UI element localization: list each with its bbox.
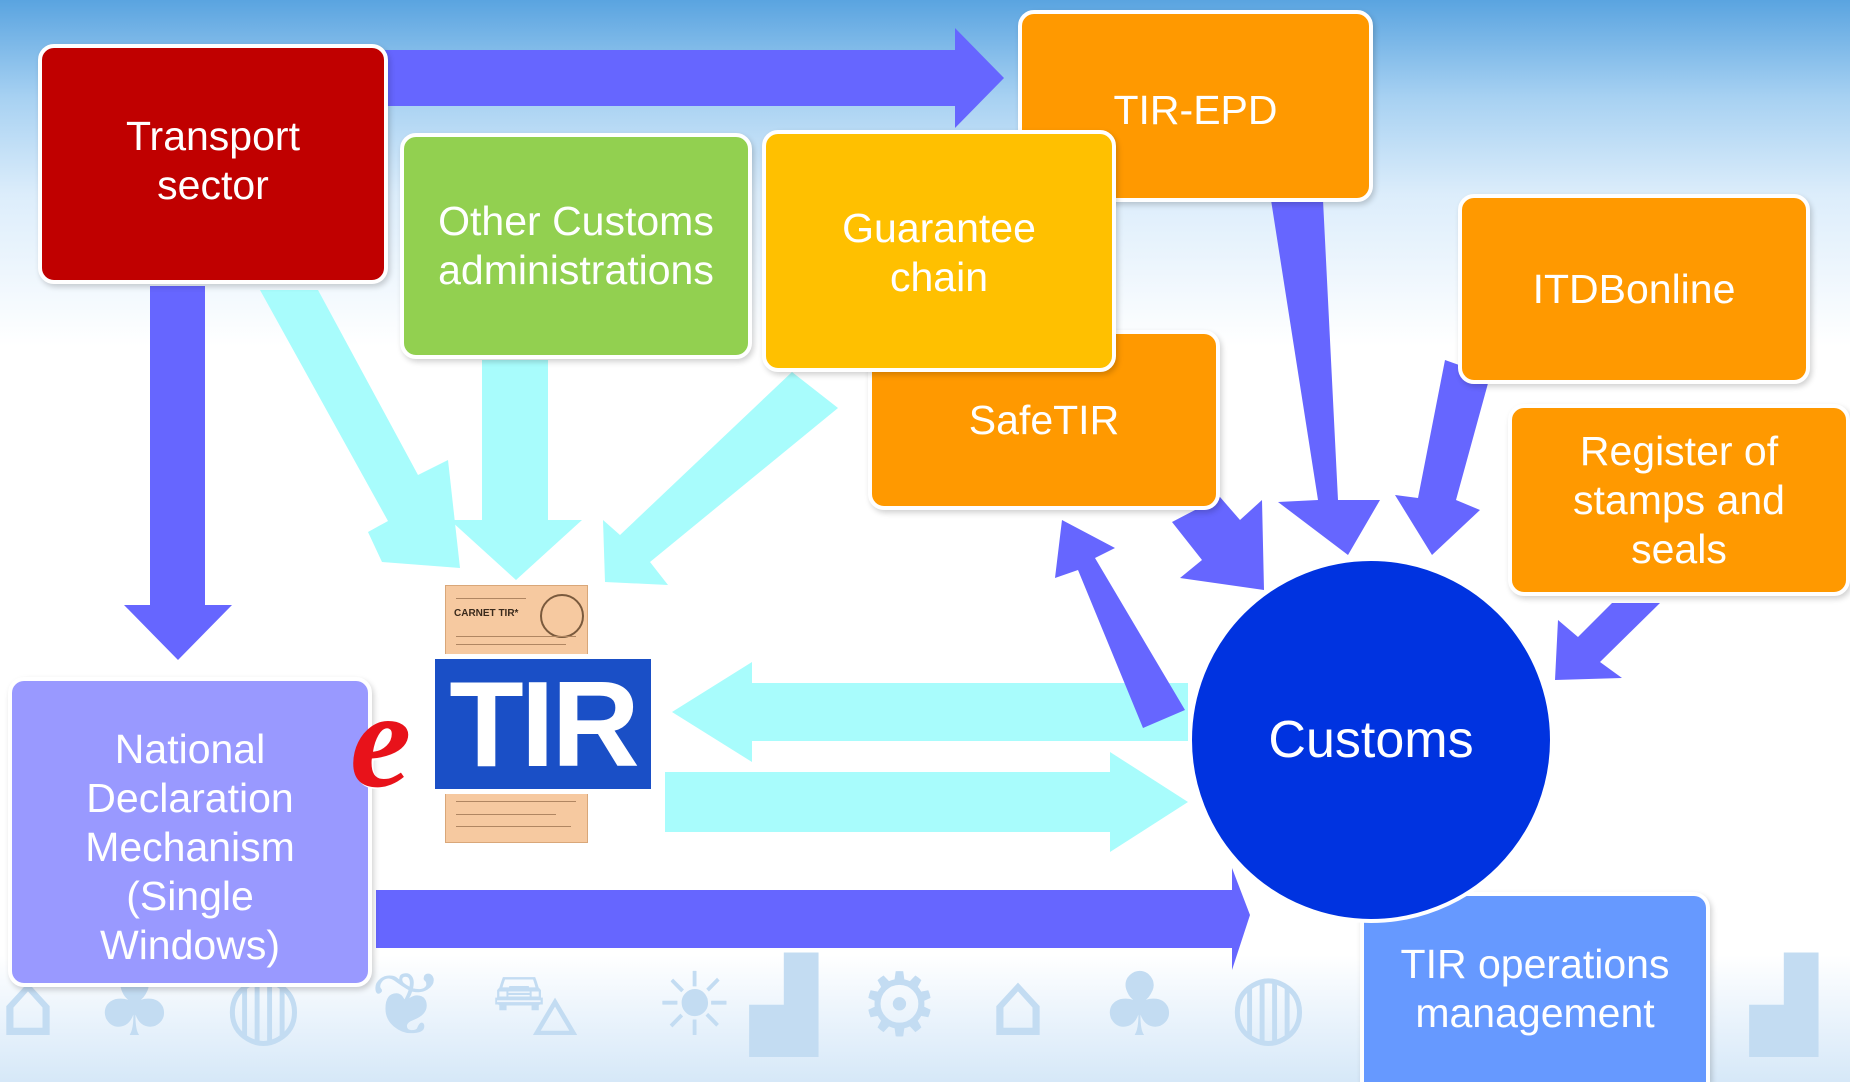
- carnet-line: [456, 801, 576, 802]
- tree-icon: ♣: [1100, 953, 1179, 1056]
- node-itdbonline-label: ITDBonline: [1532, 265, 1736, 312]
- arrow-etir-to-customs: [665, 752, 1188, 852]
- carnet-line: [456, 814, 556, 815]
- arrow-itdbonline-to-customs: [1395, 360, 1490, 555]
- node-customs: Customs: [1188, 557, 1554, 923]
- carnet-line: [456, 636, 576, 637]
- node-transport-sector: Transport sector: [38, 44, 388, 284]
- node-tir-epd-label: TIR-EPD: [1113, 87, 1278, 133]
- node-register-stamps-seals-label: Register of stamps and seals: [1573, 427, 1785, 572]
- node-tir-operations-management: TIR operations management: [1360, 892, 1710, 1082]
- node-safetir-label: SafeTIR: [968, 396, 1120, 443]
- carnet-stamp-circle: [540, 594, 584, 638]
- etir-logo-box: TIR: [430, 654, 656, 794]
- node-tir-ops-label: TIR operations management: [1400, 941, 1670, 1036]
- node-national-declaration-mechanism: National Declaration Mechanism (Single W…: [8, 677, 372, 987]
- carnet-line: [456, 644, 566, 645]
- node-guarantee-chain-label: Guarantee chain: [842, 205, 1036, 300]
- car-icon: ⛍: [490, 953, 581, 1056]
- carnet-line: [456, 826, 571, 827]
- arrow-tir-epd-to-customs: [1271, 200, 1380, 555]
- carnet-line: [456, 598, 526, 599]
- arrow-customs-to-safetir: [1055, 520, 1185, 728]
- arrow-guarantee-to-etir: [603, 372, 838, 585]
- house-icon: ⌂: [990, 953, 1046, 1056]
- chart-icon: ▟: [1750, 953, 1818, 1056]
- node-itdbonline: ITDBonline: [1458, 194, 1810, 384]
- arrow-register-to-customs: [1555, 603, 1660, 680]
- node-other-customs: Other Customs administrations: [400, 133, 752, 359]
- etir-logo-tir: TIR: [449, 656, 640, 792]
- chart-icon: ▟: [750, 953, 818, 1056]
- node-ndm-label: National Declaration Mechanism (Single W…: [85, 726, 295, 968]
- node-customs-label: Customs: [1268, 711, 1474, 769]
- arrow-other-customs-to-etir: [450, 360, 582, 580]
- node-transport-sector-label: Transport sector: [126, 113, 300, 208]
- arrow-customs-to-etir: [672, 662, 1188, 762]
- brain-gear-icon: ⚙: [860, 953, 939, 1056]
- node-other-customs-label: Other Customs administrations: [438, 198, 714, 293]
- arrow-ndm-to-customs: [376, 868, 1250, 970]
- node-guarantee-chain: Guarantee chain: [762, 130, 1116, 372]
- lightbulb-icon: ☀: [655, 953, 734, 1056]
- arrow-transport-to-ndm: [124, 286, 232, 660]
- etir-logo-e: e: [350, 663, 412, 816]
- arrow-transport-to-etir: [260, 290, 460, 568]
- node-register-stamps-seals: Register of stamps and seals: [1508, 404, 1850, 596]
- arrow-transport-to-tir-epd: [385, 28, 1004, 128]
- leaf-icon: ❦: [370, 953, 444, 1056]
- globe-icon: ◍: [1230, 953, 1307, 1056]
- carnet-title: CARNET TIR*: [454, 608, 519, 619]
- arrow-safetir-to-customs: [1172, 497, 1264, 590]
